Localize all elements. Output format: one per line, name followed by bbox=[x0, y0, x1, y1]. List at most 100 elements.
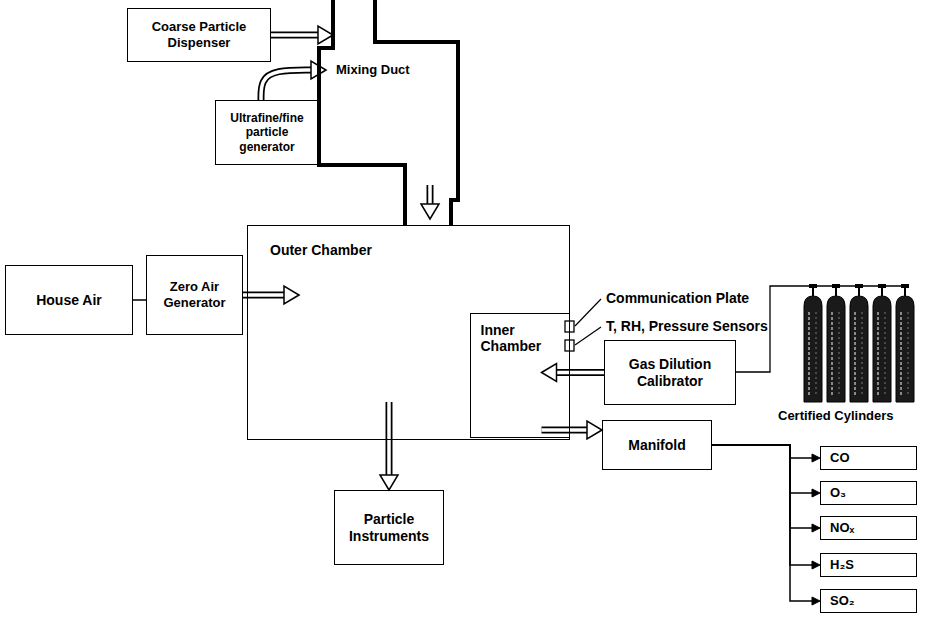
connector-arrow bbox=[380, 402, 398, 490]
cylinder-highlight bbox=[884, 312, 886, 396]
arrow-line bbox=[712, 445, 813, 493]
arrow-head bbox=[284, 286, 299, 304]
cylinder-highlight bbox=[877, 312, 879, 396]
node-label: Outer Chamber bbox=[270, 242, 565, 259]
arrow-shaft bbox=[243, 292, 285, 299]
gas-analyzer-box: H₂S bbox=[820, 553, 917, 577]
arrow-shaft bbox=[428, 185, 432, 205]
dispenser-box: Coarse Particle Dispenser bbox=[127, 8, 271, 62]
supply-box: House Air bbox=[5, 265, 133, 335]
node-label: O₃ bbox=[830, 485, 846, 501]
gas-cylinders bbox=[804, 284, 914, 402]
cylinder-valve bbox=[809, 284, 817, 288]
arrow-head bbox=[812, 524, 820, 532]
arrow-head bbox=[421, 204, 439, 219]
node-label: Ultrafine/fine particle generator bbox=[221, 111, 313, 154]
leader-line bbox=[575, 299, 601, 326]
illustration-label: Certified Cylinders bbox=[778, 408, 894, 424]
instrument-box: Particle Instruments bbox=[334, 490, 444, 565]
arrow-head bbox=[542, 364, 557, 382]
arrow-shaft bbox=[542, 427, 589, 434]
arrow-shaft bbox=[243, 293, 285, 297]
mixing-duct: Mixing Duct bbox=[318, 0, 460, 225]
cylinder-highlight bbox=[854, 312, 856, 396]
cylinder-valve bbox=[855, 284, 863, 288]
node-label: House Air bbox=[36, 292, 102, 309]
cylinder-highlight bbox=[831, 312, 833, 396]
connector-arrow bbox=[712, 445, 820, 605]
arrow-shaft bbox=[261, 70, 312, 100]
arrow-shaft bbox=[387, 402, 391, 476]
gas-analyzer-box: CO bbox=[820, 446, 917, 470]
arrow-line bbox=[712, 445, 813, 565]
node-label: CO bbox=[830, 450, 850, 466]
arrow-head bbox=[318, 26, 333, 44]
generator-box: Ultrafine/fine particle generator bbox=[215, 100, 319, 165]
gas-cylinder bbox=[896, 296, 914, 402]
generator-box: Zero Air Generator bbox=[146, 255, 243, 335]
cylinder-highlight bbox=[838, 312, 840, 396]
connector-arrow bbox=[271, 26, 333, 44]
arrow-line bbox=[712, 445, 813, 528]
node-label: Zero Air Generator bbox=[152, 279, 237, 310]
arrow-line bbox=[712, 445, 813, 601]
connector-arrow bbox=[261, 61, 326, 100]
connector-arrow bbox=[542, 421, 603, 439]
arrow-shaft bbox=[556, 371, 605, 375]
gas-cylinder bbox=[873, 296, 891, 402]
arrow-shaft bbox=[271, 32, 319, 39]
leader-line bbox=[575, 327, 601, 345]
arrow-head bbox=[587, 421, 602, 439]
cylinder-highlight bbox=[907, 312, 909, 396]
cylinder-highlight bbox=[808, 312, 810, 396]
gas-cylinder bbox=[850, 296, 868, 402]
arrow-head bbox=[812, 454, 820, 462]
cylinder-valve bbox=[832, 284, 840, 288]
arrow-shaft bbox=[261, 70, 312, 100]
node-label: Inner Chamber bbox=[481, 322, 565, 356]
callout-label: T, RH, Pressure Sensors bbox=[606, 318, 768, 335]
manifold-box: Manifold bbox=[602, 420, 712, 470]
duct-wall bbox=[375, 0, 458, 225]
gas-analyzer-box: NOₓ bbox=[820, 516, 917, 540]
cylinder-highlight bbox=[815, 312, 817, 396]
connector-arrow bbox=[712, 445, 820, 532]
gas-analyzer-box: SO₂ bbox=[820, 589, 917, 613]
arrow-line bbox=[133, 299, 146, 301]
node-label: Coarse Particle Dispenser bbox=[133, 19, 265, 50]
cylinder-valve bbox=[901, 284, 909, 288]
node-label: Manifold bbox=[628, 437, 686, 454]
duct-outline bbox=[318, 0, 460, 225]
connector-arrow bbox=[712, 445, 820, 497]
arrow-shaft bbox=[427, 185, 434, 205]
connector-arrow bbox=[712, 445, 820, 569]
gas-cylinder bbox=[827, 296, 845, 402]
node-label: Gas Dilution Calibrator bbox=[610, 356, 730, 390]
arrow-shaft bbox=[542, 428, 589, 432]
connector-arrow bbox=[421, 185, 439, 219]
node-label: NOₓ bbox=[830, 520, 854, 536]
arrow-head bbox=[812, 561, 820, 569]
arrow-line bbox=[712, 445, 813, 458]
arrow-shaft bbox=[271, 33, 319, 37]
callout-label: Communication Plate bbox=[606, 290, 749, 307]
arrow-head bbox=[812, 489, 820, 497]
arrow-shaft bbox=[556, 369, 605, 376]
inner-chamber: Inner Chamber bbox=[470, 313, 570, 438]
gas-analyzer-box: O₃ bbox=[820, 481, 917, 505]
cylinder-valve bbox=[878, 284, 886, 288]
node-label: SO₂ bbox=[830, 593, 855, 609]
node-label: H₂S bbox=[830, 557, 854, 573]
cylinder-highlight bbox=[900, 312, 902, 396]
gas-cylinder bbox=[804, 296, 822, 402]
calibrator-box: Gas Dilution Calibrator bbox=[604, 340, 736, 405]
arrow-head bbox=[812, 597, 820, 605]
cylinder-highlight bbox=[861, 312, 863, 396]
outer-chamber: Inner Chamber Outer Chamber bbox=[247, 225, 570, 440]
connector-arrow bbox=[542, 364, 605, 382]
node-label: Mixing Duct bbox=[336, 62, 456, 78]
connector-arrow bbox=[243, 286, 299, 304]
